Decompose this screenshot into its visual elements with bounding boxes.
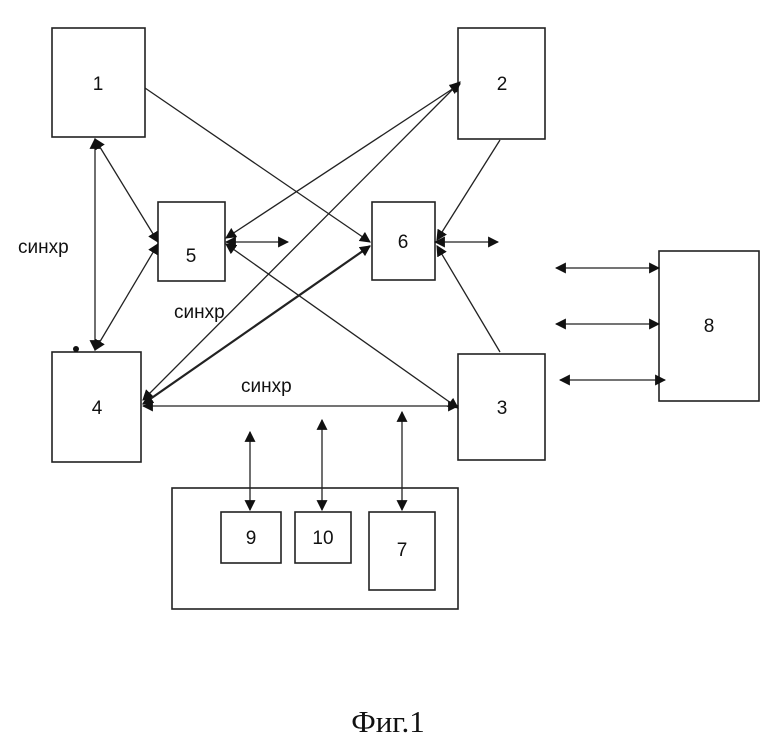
block-7: 7: [369, 512, 435, 590]
figure-caption: Фиг.1: [351, 704, 425, 739]
link-3-6: [437, 246, 500, 352]
link-2-6: [437, 140, 500, 240]
block-10-label: 10: [312, 528, 333, 549]
block-3: 3: [458, 354, 545, 460]
block-2: 2: [458, 28, 545, 139]
block-8-label: 8: [704, 316, 715, 337]
block-3-label: 3: [497, 398, 508, 419]
link-4-5: [95, 244, 158, 350]
block-2-label: 2: [497, 74, 508, 95]
block-1: 1: [52, 28, 145, 137]
block-5-label: 5: [186, 246, 197, 267]
junction-dot: [73, 346, 79, 352]
block-4-label: 4: [92, 398, 103, 419]
block-7-label: 7: [397, 540, 408, 561]
sync-label-bottom: синхр: [241, 376, 292, 397]
block-6: 6: [372, 202, 435, 280]
block-10: 10: [295, 512, 351, 563]
block-9-label: 9: [246, 528, 257, 549]
block-8: 8: [659, 251, 759, 401]
block-4: 4: [52, 352, 141, 462]
block-5: 5: [158, 202, 225, 281]
sync-label-middle: синхр: [174, 302, 225, 323]
block-1-label: 1: [93, 74, 104, 95]
sync-label-left: синхр: [18, 237, 69, 258]
link-1-5: [95, 139, 158, 242]
block-9: 9: [221, 512, 281, 563]
block-6-label: 6: [398, 232, 409, 253]
